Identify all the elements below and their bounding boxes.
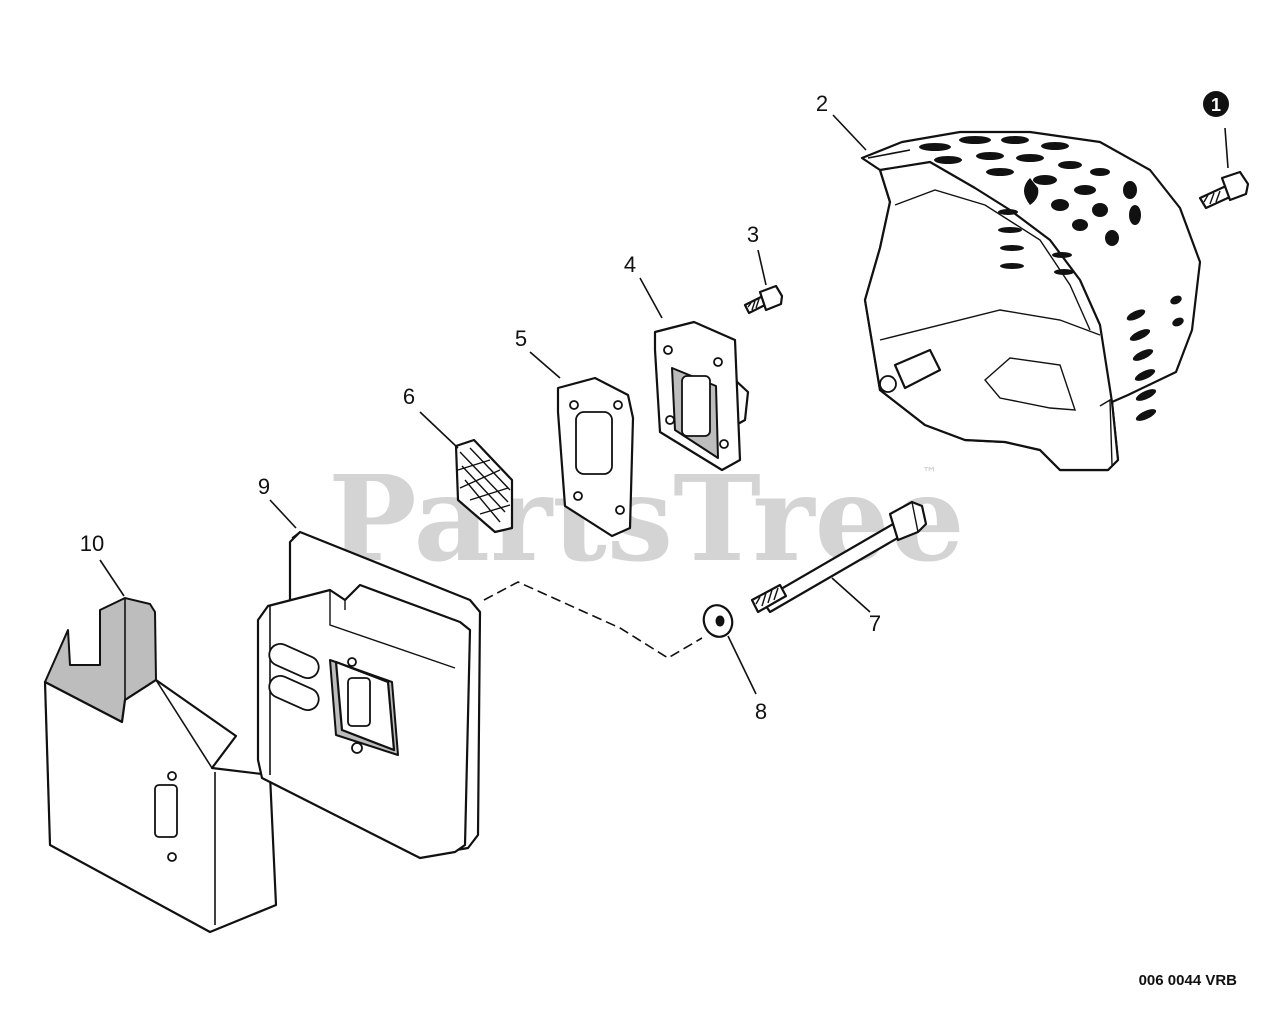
callout-7-label: 7 [869,611,881,636]
part-3-screw [743,284,784,315]
callout-3-label: 3 [747,222,759,247]
callout-leader-lines [99,114,1229,695]
watermark-trademark: ™ [922,464,937,482]
part-5-gasket [556,376,635,538]
callout-9-label: 9 [258,474,270,499]
callout-4-label: 4 [624,252,636,277]
callout-1-label: 1 [1211,95,1221,115]
part-8-washer [702,604,734,638]
assembly-dashed-line [483,581,703,659]
part-6-spark-arrestor-screen [454,438,514,534]
part-4-plate [653,320,750,472]
part-2-muffler-cover [860,130,1202,472]
part-9-muffler [256,530,482,860]
callout-8-label: 8 [755,699,767,724]
part-1-bolt [1198,170,1250,210]
part-10-heat-shield [43,597,278,934]
diagram-code: 006 0044 VRB [1139,972,1238,989]
callout-5-label: 5 [515,326,527,351]
callout-2-label: 2 [816,91,828,116]
callout-6-label: 6 [403,384,415,409]
callout-1: 1 [1203,91,1229,117]
watermark-text: PartsTree [328,449,965,588]
callout-10-label: 10 [80,531,104,556]
part-7-long-bolt [750,500,928,614]
